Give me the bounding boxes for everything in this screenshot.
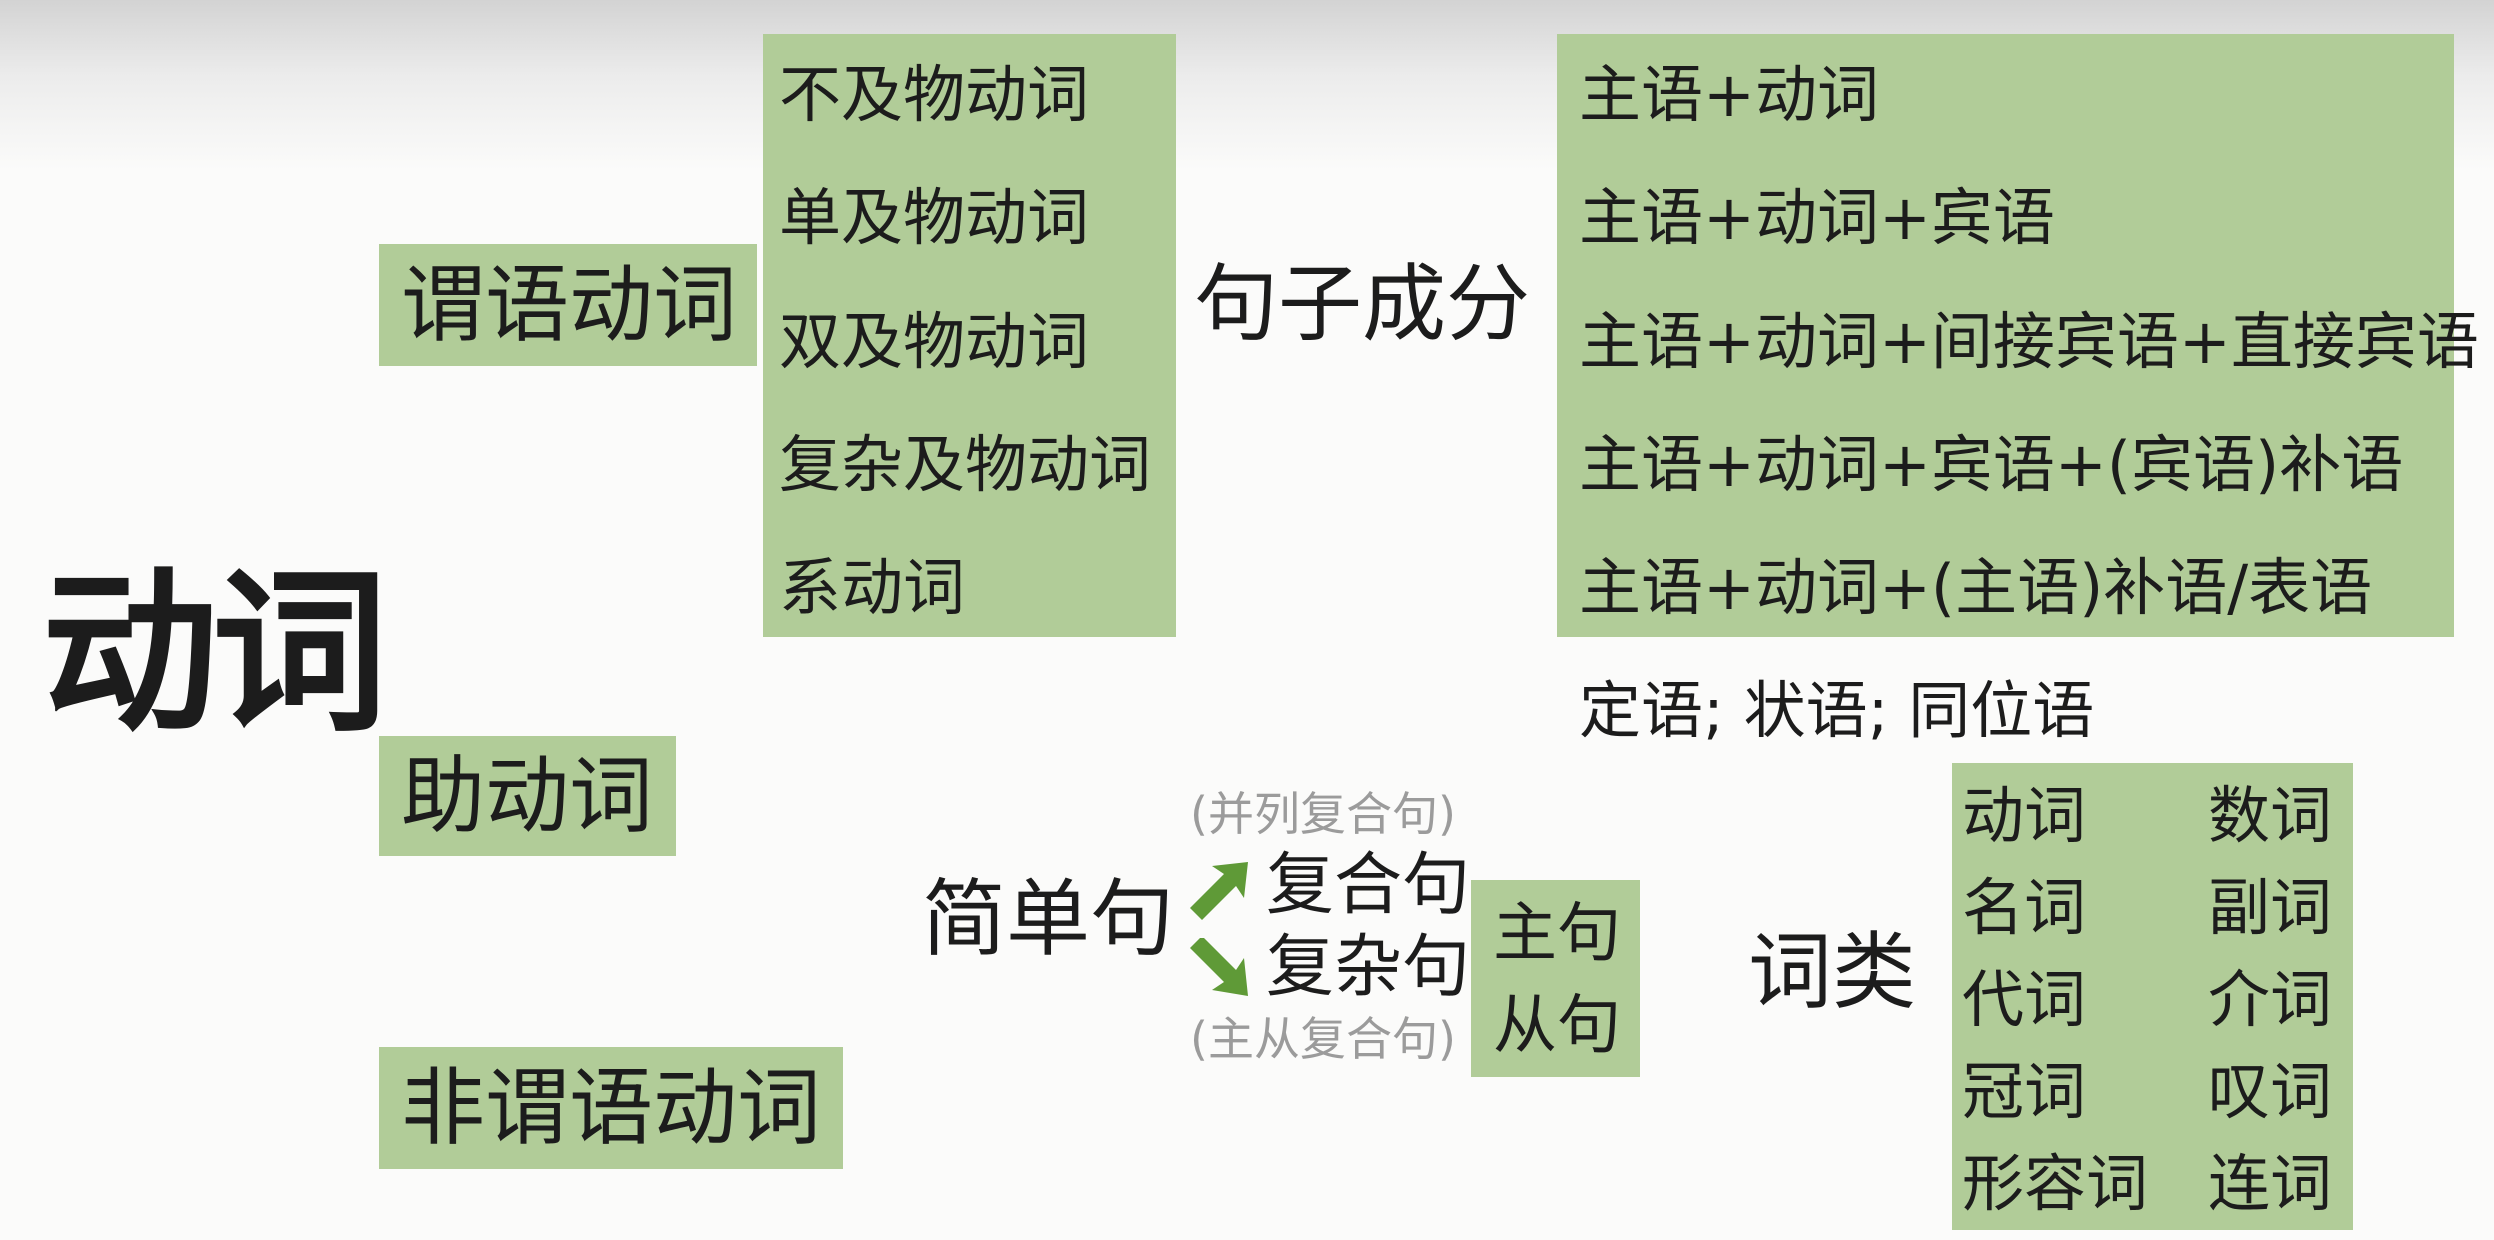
arrow-up-right-icon	[1190, 862, 1248, 920]
compound-sentence-label: 复合句	[1266, 846, 1471, 925]
word-class-item: 副词	[2208, 871, 2333, 944]
word-class-item: 连词	[2208, 1147, 2333, 1220]
sentence-pattern-item: 主语+动词	[1579, 58, 1879, 131]
word-class-item: 数词	[2208, 779, 2333, 852]
main-clause-label: 主句	[1493, 897, 1621, 971]
word-classes-label: 词类	[1748, 923, 1917, 1021]
word-class-item: 名词	[1962, 871, 2087, 944]
verb-type-item: 双及物动词	[779, 305, 1090, 378]
word-class-item: 介词	[2208, 963, 2333, 1036]
category-auxiliary-verb: 助动词	[379, 736, 676, 856]
verb-type-item: 复杂及物动词	[779, 428, 1152, 501]
sentence-pattern-item: 主语+动词+间接宾语+直接宾语	[1579, 305, 2479, 378]
clause-box: 主句 从句	[1471, 880, 1640, 1077]
arrow-down-right-icon	[1190, 938, 1248, 996]
word-class-item: 冠词	[1962, 1055, 2087, 1128]
subordinate-clause-label: 从句	[1493, 989, 1621, 1063]
word-class-item: 形容词	[1962, 1147, 2149, 1220]
word-classes-box: 动词 名词 代词 冠词 形容词 数词 副词 介词 叹词 连词	[1952, 763, 2353, 1230]
sentence-pattern-item: 主语+动词+(主语)补语/表语	[1579, 551, 2373, 624]
word-class-item: 叹词	[2208, 1055, 2333, 1128]
verb-types-box: 不及物动词 单及物动词 双及物动词 复杂及物动词 系动词	[763, 34, 1176, 637]
sentence-components-label: 句子成分	[1194, 255, 1531, 353]
sentence-pattern-item: 主语+动词+宾语	[1579, 181, 2055, 254]
sentence-pattern-item: 主语+动词+宾语+(宾语)补语	[1579, 428, 2404, 501]
verb-type-item: 系动词	[779, 551, 966, 624]
category-non-predicate-verb: 非谓语动词	[379, 1047, 843, 1169]
verb-type-item: 不及物动词	[779, 58, 1090, 131]
complex-sentence-note: (主从复合句)	[1190, 1012, 1456, 1066]
verb-type-item: 单及物动词	[779, 181, 1090, 254]
complex-sentence-label: 复杂句	[1266, 928, 1471, 1007]
word-class-item: 代词	[1962, 963, 2087, 1036]
compound-sentence-note: (并列复合句)	[1190, 787, 1456, 841]
simple-sentence-label: 简单句	[922, 870, 1175, 968]
other-components-text: 定语; 状语; 同位语	[1579, 674, 2095, 747]
category-predicate-verb: 谓语动词	[379, 244, 757, 366]
sentence-patterns-box: 主语+动词 主语+动词+宾语 主语+动词+间接宾语+直接宾语 主语+动词+宾语+…	[1557, 34, 2479, 637]
main-title: 动词	[42, 549, 388, 756]
word-class-item: 动词	[1962, 779, 2087, 852]
